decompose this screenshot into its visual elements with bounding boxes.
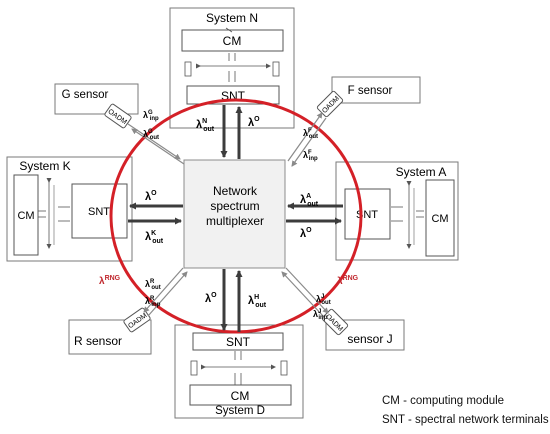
system-d-title: System D (215, 405, 265, 417)
system-n-cm-tick (225, 27, 233, 33)
system-n-title: System N (206, 11, 258, 25)
f-sensor-oadm: OADM (316, 90, 344, 118)
system-a-snt-box (344, 188, 391, 240)
arrow-hub-to-j (285, 267, 329, 314)
system-n-bus-left-cap (184, 61, 192, 77)
arrow-hub-to-r (143, 267, 184, 313)
arrow-j-to-hub (281, 271, 325, 318)
arrow-r-to-hub (147, 271, 188, 317)
r-sensor-box (68, 319, 152, 355)
legend-cm: CM - computing module (382, 395, 505, 407)
legend-snt: SNT - spectral network terminals (382, 414, 549, 426)
lambda-rng-right: λRNG (337, 275, 359, 287)
hub-box (183, 159, 286, 269)
arrow-hub-to-g (131, 128, 185, 165)
lambda-o-n: λO (248, 116, 260, 129)
system-n-snt-box (186, 85, 280, 105)
rng-ring (109, 98, 363, 334)
system-k-snt-label: SNT (88, 206, 110, 218)
lambda-o-a: λO (300, 227, 312, 240)
g-sensor: G sensor OADM (54, 83, 139, 129)
system-d-cm-box (189, 384, 292, 406)
system-d-snt-label: SNT (226, 335, 251, 349)
system-n-cm-box (181, 29, 284, 52)
hub-line-2: spectrum (210, 199, 259, 213)
hub-line-1: Network (213, 184, 258, 198)
hub-line-3: multiplexer (206, 214, 264, 228)
lambda-o-d: λO (205, 292, 217, 305)
system-k-title: System K (19, 159, 70, 173)
sensor-j: sensor J OADM (321, 308, 405, 351)
system-d-bus-right-cap (280, 360, 288, 376)
system-k-cm-label: CM (17, 210, 34, 222)
r-sensor: R sensor OADM (68, 307, 152, 355)
system-a-cm-box (425, 179, 455, 257)
system-a-cm-label: CM (431, 213, 448, 225)
system-a-snt-label: SNT (356, 209, 378, 221)
system-a-title: System A (396, 165, 447, 179)
network-spectrum-multiplexer: Network spectrum multiplexer (183, 159, 286, 269)
system-n-cm-label: CM (223, 34, 242, 48)
lambda-o-k: λO (145, 190, 157, 203)
system-d-bus-left-cap (190, 360, 198, 376)
g-sensor-label: G sensor (62, 89, 109, 101)
system-d: SNT CM System D (174, 324, 304, 419)
r-oadm-box (123, 307, 151, 333)
system-k-cm-box (13, 174, 39, 256)
f-sensor: F sensor OADM (316, 76, 421, 118)
f-sensor-label: F sensor (348, 85, 393, 97)
g-sensor-box (54, 83, 139, 115)
main-arrows (128, 105, 343, 332)
sensor-arrows (127, 112, 329, 318)
system-k: System K CM SNT (6, 156, 133, 262)
arrow-hub-to-f (287, 112, 323, 162)
system-n-bus-right-cap (272, 61, 280, 77)
system-k-snt-box (71, 183, 128, 239)
r-sensor-label: R sensor (74, 334, 122, 348)
f-sensor-box (331, 76, 421, 104)
system-d-cm-label: CM (231, 389, 250, 403)
arrow-f-to-hub (291, 117, 327, 167)
lambda-rng-left: λRNG (99, 275, 121, 287)
g-oadm-box (104, 103, 132, 129)
sensor-j-label: sensor J (347, 332, 392, 346)
